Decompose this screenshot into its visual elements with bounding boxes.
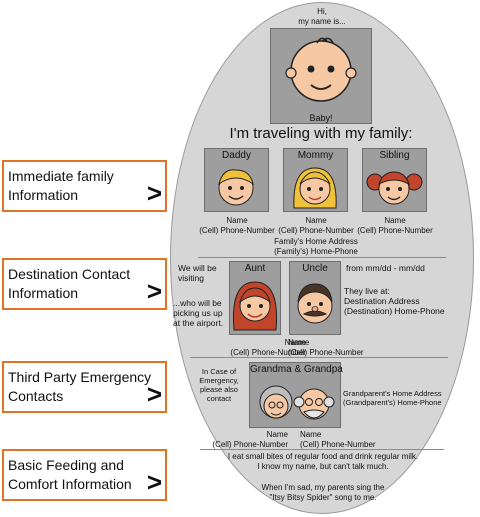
grandpa-face-icon xyxy=(293,388,335,420)
mommy-face-icon xyxy=(293,167,337,209)
sibling-contact: Name (Cell) Phone-Number xyxy=(357,216,433,235)
sibling-photo-frame: Sibling xyxy=(362,148,427,212)
grandparents-label: Grandma & Grandpa xyxy=(250,364,343,375)
picking-up-text: ...who will be picking us up at the airp… xyxy=(173,298,224,328)
aunt-photo-frame: Aunt xyxy=(229,261,281,335)
mommy-contact: Name (Cell) Phone-Number xyxy=(278,216,354,235)
destination-address: They live at: Destination Address (Desti… xyxy=(344,286,445,316)
uncle-photo-frame: Uncle xyxy=(289,261,341,335)
grandma-contact: Name (Cell) Phone-Number xyxy=(212,430,288,449)
callout-label: Third Party Emergency Contacts xyxy=(8,369,152,404)
emergency-note: In Case of Emergency, please also contac… xyxy=(199,367,239,403)
section-divider xyxy=(190,357,448,358)
family-home-address: Family's Home Address (Family's) Home-Ph… xyxy=(274,237,358,256)
callout-arrow: > xyxy=(146,276,162,306)
callout-arrow: > xyxy=(146,178,162,208)
callout-immediate-family: Immediate family Information > xyxy=(2,160,167,212)
baby-caption: Baby! xyxy=(309,113,333,123)
callout-emergency-contacts: Third Party Emergency Contacts > xyxy=(2,361,167,413)
grandparents-photo-frame: Grandma & Grandpa xyxy=(249,362,343,428)
grandparents-address: Grandparent's Home Address (Grandparent'… xyxy=(343,389,442,407)
baby-face-icon xyxy=(285,37,357,102)
section-divider xyxy=(200,449,444,450)
sibling-face-icon xyxy=(366,171,423,205)
callout-destination-contact: Destination Contact Information > xyxy=(2,258,167,310)
section-divider xyxy=(198,257,446,258)
daddy-photo-frame: Daddy xyxy=(204,148,269,212)
daddy-label: Daddy xyxy=(222,150,251,161)
callout-label: Basic Feeding and Comfort Information xyxy=(8,457,132,492)
grandma-face-icon xyxy=(259,385,293,419)
feeding-text: I eat small bites of regular food and dr… xyxy=(227,452,419,471)
callout-label: Destination Contact Information xyxy=(8,266,131,301)
aunt-label: Aunt xyxy=(244,263,266,274)
uncle-face-icon xyxy=(297,283,333,324)
mommy-photo-frame: Mommy xyxy=(283,148,348,212)
callout-feeding-comfort: Basic Feeding and Comfort Information > xyxy=(2,449,167,501)
daddy-face-icon xyxy=(218,169,254,206)
baby-photo-frame: Baby! xyxy=(270,28,372,124)
aunt-face-icon xyxy=(232,281,278,331)
daddy-contact: Name (Cell) Phone-Number xyxy=(199,216,275,235)
greeting-text: Hi, my name is... xyxy=(298,7,346,26)
visiting-text: We will be visiting xyxy=(178,263,217,283)
callout-label: Immediate family Information xyxy=(8,168,114,203)
dates-text: from mm/dd - mm/dd xyxy=(346,263,425,273)
comfort-text: When I'm sad, my parents sing the "Itsy … xyxy=(261,483,385,502)
mommy-label: Mommy xyxy=(297,150,334,161)
callout-arrow: > xyxy=(146,467,162,497)
aunt-contact: Name (Cell) Phone-Number xyxy=(230,338,306,357)
callout-arrow: > xyxy=(146,379,162,409)
grandpa-contact: Name (Cell) Phone-Number xyxy=(300,430,376,449)
uncle-label: Uncle xyxy=(302,263,328,274)
sibling-label: Sibling xyxy=(379,150,410,161)
headline: I'm traveling with my family: xyxy=(229,125,413,142)
uncle-contact: Name (Cell) Phone-Number xyxy=(288,338,364,357)
